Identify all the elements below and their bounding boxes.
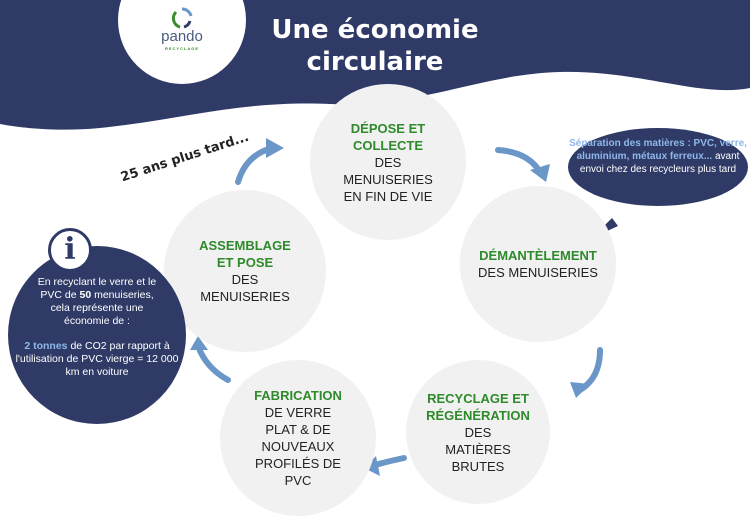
page-title: Une économie circulaire xyxy=(271,15,479,77)
arrow-to-demantelement xyxy=(495,147,543,175)
info-icon: i xyxy=(48,228,92,272)
info-circle: En recyclant le verre et le PVC de 50 me… xyxy=(8,246,186,424)
recycle-logo-icon xyxy=(171,7,193,29)
speech-bubble: Séparation des matières : PVC, verre, al… xyxy=(568,128,748,206)
arrow-to-assemblage xyxy=(195,343,231,383)
